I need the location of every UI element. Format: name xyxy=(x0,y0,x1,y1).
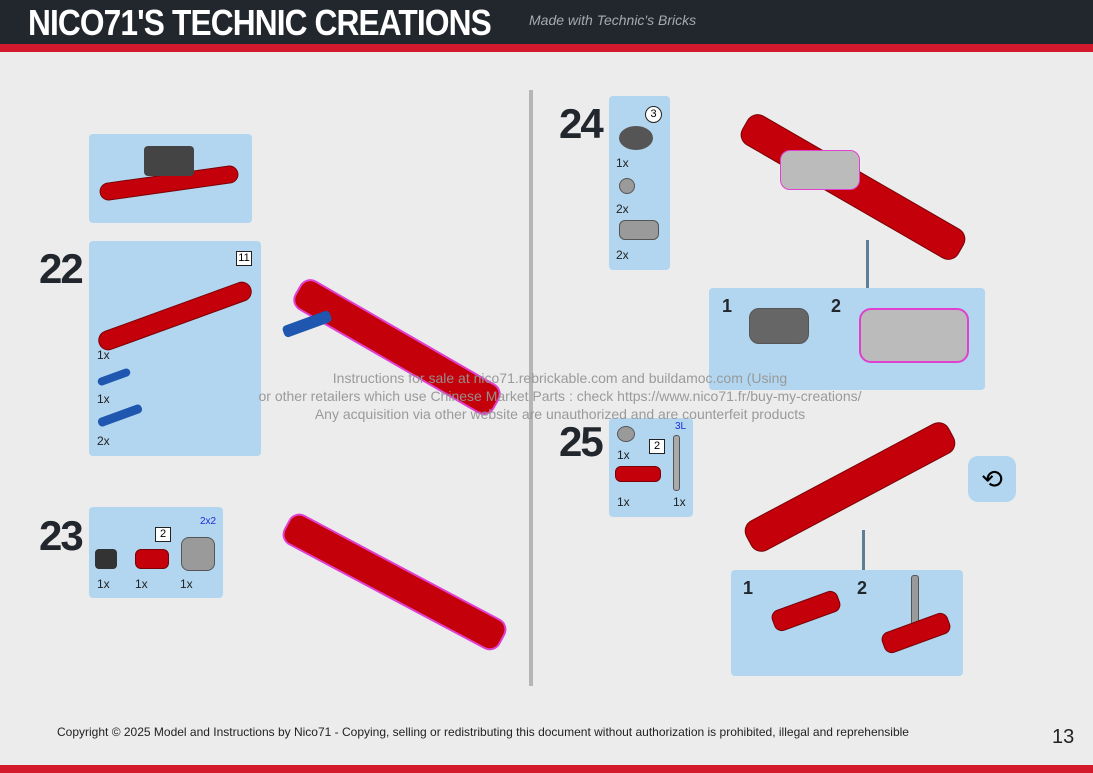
step-25-assembly xyxy=(740,418,960,556)
parts-list-25: 2 3L 1x 1x 1x xyxy=(609,418,693,517)
arrow-icon xyxy=(862,530,865,570)
callout-step: 2 xyxy=(857,578,868,598)
bush-part xyxy=(95,549,117,569)
callout-axle-image xyxy=(911,575,919,625)
step-number-23: 23 xyxy=(39,512,84,559)
step-number-22: 22 xyxy=(39,245,84,292)
step-23-assembly xyxy=(278,509,511,655)
callout-step: 2 xyxy=(831,296,842,316)
part-qty: 2x xyxy=(97,434,110,448)
part-qty: 1x xyxy=(97,348,110,362)
parts-list-22: 11 1x 1x 2x xyxy=(89,241,261,456)
red-connector-part xyxy=(135,549,169,569)
parts-list-24: 3 1x 2x 2x xyxy=(609,96,670,270)
page-number: 13 xyxy=(1052,726,1075,748)
parts-list-23: 2 2x2 1x 1x 1x xyxy=(89,507,223,598)
engine-image xyxy=(144,146,194,176)
callout-part-image xyxy=(749,308,809,344)
beam-length-badge: 2 xyxy=(649,439,665,454)
subassembly-preview xyxy=(89,134,252,223)
callout-24: 1 2 xyxy=(709,288,985,390)
column-divider xyxy=(529,90,533,686)
red-beam-part xyxy=(615,466,661,482)
count-badge: 3 xyxy=(645,106,662,123)
pin-part xyxy=(96,367,132,387)
header: NICO71'S TECHNIC CREATIONS Made with Tec… xyxy=(0,0,1093,44)
axle-part xyxy=(673,435,680,491)
part-qty: 1x xyxy=(617,495,630,509)
watermark-line: or other retailers which use Chinese Mar… xyxy=(258,388,862,404)
connector-part xyxy=(619,220,659,240)
axle-length-label: 3L xyxy=(675,421,687,432)
part-qty: 1x xyxy=(97,392,110,406)
beam-length-badge: 2 xyxy=(155,527,171,542)
beam-11-part xyxy=(95,278,255,354)
part-qty: 1x xyxy=(180,577,193,591)
bush-part xyxy=(617,426,635,442)
part-qty: 1x xyxy=(673,495,686,509)
part-qty: 1x xyxy=(617,448,630,462)
bush-part xyxy=(619,178,635,194)
part-qty: 2x xyxy=(616,202,629,216)
arrow-icon xyxy=(866,240,869,288)
callout-part-image xyxy=(859,308,969,363)
watermark-line: Any acquisition via other website are un… xyxy=(314,406,806,422)
callout-part-image xyxy=(769,588,843,634)
footer-accent-bar xyxy=(0,765,1093,773)
part-qty: 2x xyxy=(616,248,629,262)
part-qty: 1x xyxy=(97,577,110,591)
header-accent-bar xyxy=(0,44,1093,52)
copyright-text: Copyright © 2025 Model and Instructions … xyxy=(57,725,909,739)
grey-connector-part xyxy=(181,537,215,571)
beam-length-badge: 11 xyxy=(236,251,252,266)
rotate-model-icon: ⟲ xyxy=(968,456,1016,502)
connectors-image xyxy=(780,150,860,190)
axle-connector-part xyxy=(619,126,653,150)
callout-step: 1 xyxy=(743,578,754,598)
step-number-25: 25 xyxy=(559,418,604,465)
callout-25: 1 2 xyxy=(731,570,963,676)
step-number-24: 24 xyxy=(559,100,604,147)
part-qty: 1x xyxy=(616,156,629,170)
part-size-label: 2x2 xyxy=(200,516,217,527)
brand-title: NICO71'S TECHNIC CREATIONS xyxy=(28,2,492,43)
watermark-line: Instructions for sale at nico71.rebricka… xyxy=(332,370,788,386)
brand-subtitle: Made with Technic's Bricks xyxy=(529,12,697,28)
callout-step: 1 xyxy=(722,296,733,316)
long-pin-part xyxy=(96,403,144,428)
part-qty: 1x xyxy=(135,577,148,591)
